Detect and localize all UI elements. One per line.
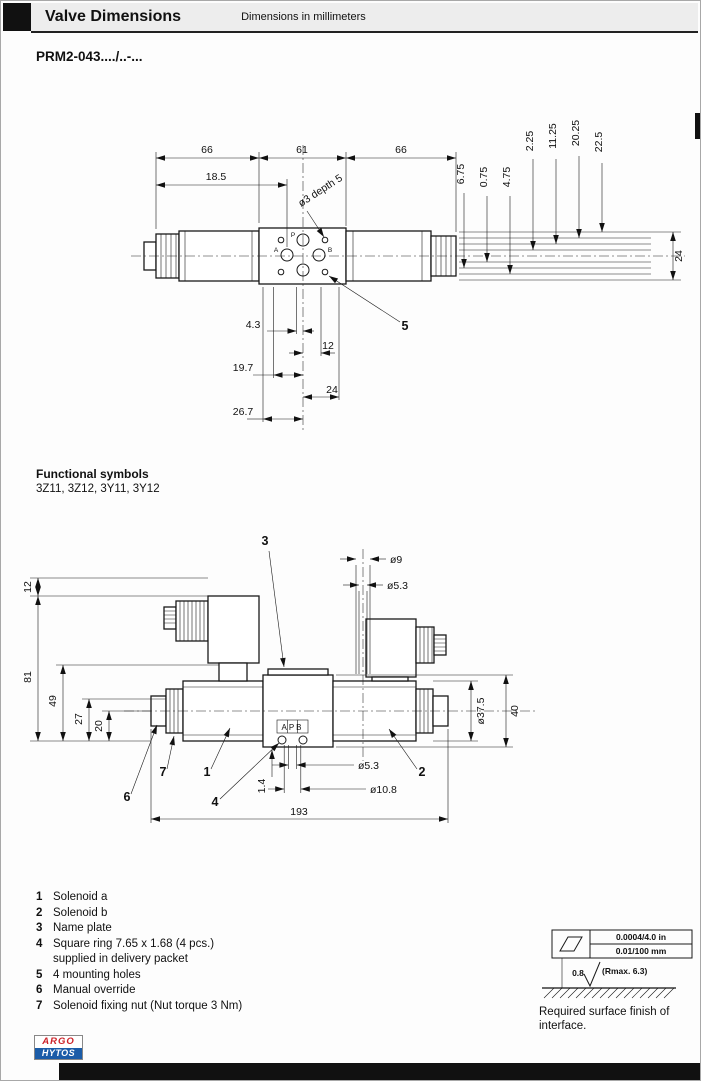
flatness-mm: 0.01/100 mm [616, 946, 667, 956]
dim-1-4: 1.4 [256, 779, 268, 794]
callout-1: 1 [204, 765, 211, 779]
logo-hytos: HYTOS [35, 1048, 82, 1059]
dim-6-75: 6.75 [455, 164, 467, 185]
valve-body-front-view [150, 595, 449, 748]
dim-o5-3-bottom: ø5.3 [358, 760, 379, 772]
functional-symbols: Functional symbols 3Z11, 3Z12, 3Y11, 3Y1… [36, 467, 160, 495]
connector-left [207, 595, 260, 664]
callout-7: 7 [160, 765, 167, 779]
dim-2-25: 2.25 [524, 131, 536, 152]
surface-finish-caption: Required surface finish of interface. [539, 1006, 670, 1032]
callout-6: 6 [124, 790, 131, 804]
right-dimensions: ø37.5 40 [336, 674, 521, 748]
name-plate [267, 668, 329, 676]
corner-block [3, 3, 31, 31]
footer-bar [59, 1063, 700, 1080]
square-ring-seat [298, 735, 308, 745]
cable-gland-right [433, 634, 447, 656]
dim-40: 40 [509, 705, 521, 717]
callouts: 3 6 7 1 4 2 [124, 534, 426, 809]
dim-12: 12 [22, 581, 34, 593]
dim-o10-8: ø10.8 [370, 784, 397, 796]
functional-symbols-label: Functional symbols [36, 467, 149, 481]
dim-o9: ø9 [390, 554, 402, 566]
page-title: Valve Dimensions [45, 8, 182, 25]
model-number: PRM2-043..../..-... [36, 49, 143, 64]
roughness-rmax: (Rmax. 6.3) [602, 966, 648, 976]
dim-193: 193 [290, 806, 308, 818]
callout-4: 4 [212, 795, 219, 809]
cable-gland-left [163, 606, 177, 630]
dim-18-5: 18.5 [206, 171, 227, 183]
left-dimensions: 12 81 49 27 20 [22, 577, 219, 742]
dim-49: 49 [47, 695, 59, 707]
dim-4-75: 4.75 [501, 167, 513, 188]
functional-symbols-codes: 3Z11, 3Z12, 3Y11, 3Y12 [36, 483, 160, 495]
port-face-label: APB [281, 723, 303, 732]
dim-19-7: 19.7 [233, 362, 254, 374]
hole-depth-note: ø3 depth 5 [296, 172, 345, 209]
bottom-dimensions: 4.3 12 19.7 24 26.7 5 [233, 275, 409, 422]
flatness-symbol [559, 936, 583, 952]
dim-81: 81 [22, 671, 34, 683]
square-ring-seat [277, 735, 287, 745]
port-face-details: APB [276, 719, 309, 745]
logo-argo: ARGO [35, 1036, 82, 1048]
dim-66-right: 66 [395, 144, 407, 156]
callout-5: 5 [402, 319, 409, 333]
dim-20: 20 [93, 720, 105, 732]
center-lines [124, 549, 536, 761]
surface-hatching [543, 987, 675, 999]
units-note: Dimensions in millimeters [241, 11, 366, 23]
dim-0-75: 0.75 [478, 167, 490, 188]
dim-20-25: 20.25 [570, 120, 582, 146]
callout-3: 3 [262, 534, 269, 548]
bottom-dimensions: ø5.3 ø10.8 1.4 193 [150, 729, 449, 823]
mounting-hole [321, 268, 329, 276]
top-view-drawing: A P B 66 61 66 18.5 ø3 depth 5 [131, 120, 685, 433]
right-stacked-dimensions: 6.75 0.75 4.75 2.25 11.25 20.25 22.5 24 [455, 120, 685, 281]
dim-26-7: 26.7 [233, 406, 254, 418]
argo-hytos-logo: ARGO HYTOS [34, 1035, 83, 1060]
mounting-hole [277, 268, 285, 276]
page-header: Valve Dimensions Dimensions in millimete… [31, 3, 698, 33]
dim-12: 12 [322, 340, 334, 352]
dim-o5-3-top: ø5.3 [387, 580, 408, 592]
dim-24: 24 [326, 384, 338, 396]
roughness-value: 0.8 [572, 968, 584, 978]
dim-4-3: 4.3 [246, 319, 261, 331]
dim-61: 61 [296, 144, 308, 156]
mounting-hole [321, 236, 329, 244]
mounting-hole [277, 236, 285, 244]
port-pattern: A P B [274, 232, 332, 277]
dim-22-5: 22.5 [593, 132, 605, 153]
callout-2: 2 [419, 765, 426, 779]
port-label-a: A [274, 247, 279, 254]
port-label-p: P [291, 232, 295, 239]
connector-right [365, 618, 417, 678]
legend-item-continuation: supplied in delivery packet [53, 953, 188, 965]
center-lines [131, 145, 685, 433]
dim-o37-5: ø37.5 [475, 697, 487, 724]
page-edge-tab [695, 113, 700, 139]
dim-66-left: 66 [201, 144, 213, 156]
roughness-check-symbol [583, 961, 601, 988]
front-view-drawing: APB ø9 ø5.3 12 81 49 27 20 [22, 534, 536, 823]
top-hole-dimensions: ø9 ø5.3 [340, 554, 408, 674]
dim-24-height: 24 [673, 250, 685, 262]
dim-11-25: 11.25 [547, 123, 559, 149]
port-label-b: B [328, 247, 332, 254]
flatness-inches: 0.0004/4.0 in [616, 932, 666, 942]
dim-27: 27 [73, 713, 85, 725]
surface-finish-symbol: 0.0004/4.0 in 0.01/100 mm 0.8 (Rmax. 6.3… [542, 929, 693, 999]
